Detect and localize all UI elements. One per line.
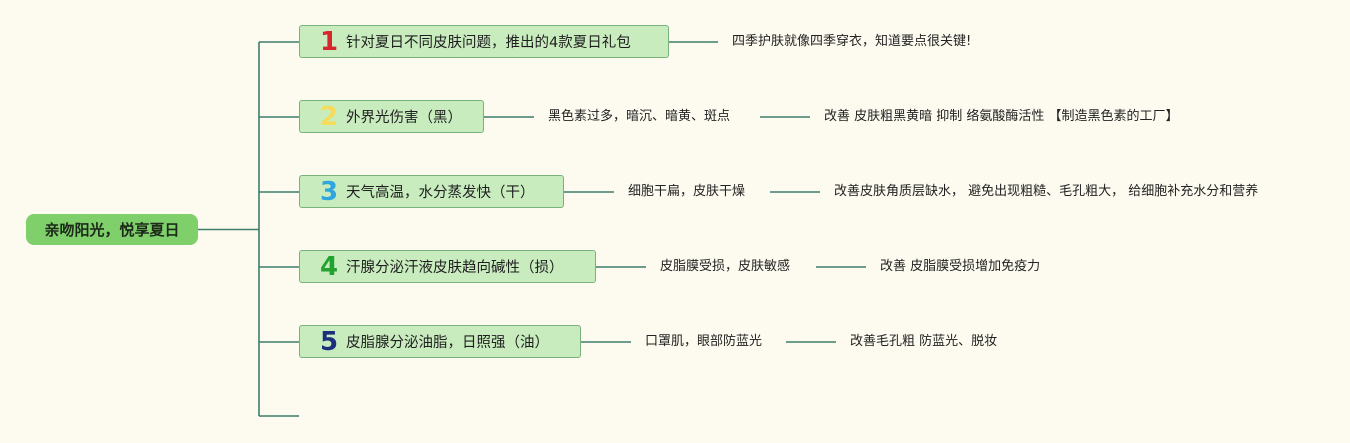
detail-node-3[interactable]: 细胞干扁，皮肤干燥 [628,184,746,199]
topic-label: 外界光伤害（黑） [346,110,462,126]
number-badge-4: 4 [319,251,339,282]
topic-label: 汗腺分泌汗液皮肤趋向碱性（损） [346,260,564,276]
detail-node-1[interactable]: 四季护肤就像四季穿衣，知道要点很关键! [732,34,972,49]
topic-node-2[interactable]: 2 外界光伤害（黑） [299,100,484,133]
topic-node-4[interactable]: 4 汗腺分泌汗液皮肤趋向碱性（损） [299,250,596,283]
number-badge-1: 1 [319,26,339,57]
solution-node-5[interactable]: 改善毛孔粗 防蓝光、脱妆 [850,334,998,349]
topic-label: 针对夏日不同皮肤问题，推出的4款夏日礼包 [346,35,631,51]
topic-node-1[interactable]: 1 针对夏日不同皮肤问题，推出的4款夏日礼包 [299,25,669,58]
solution-node-2[interactable]: 改善 皮肤粗黑黄暗 抑制 络氨酸酶活性 【制造黑色素的工厂】 [824,109,1179,124]
topic-node-3[interactable]: 3 天气高温，水分蒸发快（干） [299,175,564,208]
number-badge-2: 2 [319,101,339,132]
number-badge-5: 5 [319,326,339,357]
detail-node-4[interactable]: 皮脂膜受损，皮肤敏感 [660,259,791,274]
topic-label: 天气高温，水分蒸发快（干） [346,185,535,201]
detail-node-2[interactable]: 黑色素过多，暗沉、暗黄、斑点 [548,109,731,124]
solution-node-4[interactable]: 改善 皮脂膜受损增加免疫力 [880,259,1041,274]
topic-node-5[interactable]: 5 皮脂腺分泌油脂，日照强（油） [299,325,581,358]
root-node[interactable]: 亲吻阳光，悦享夏日 [26,214,198,245]
solution-node-3[interactable]: 改善皮肤角质层缺水， 避免出现粗糙、毛孔粗大， 给细胞补充水分和营养 [834,184,1259,199]
detail-node-5[interactable]: 口罩肌，眼部防蓝光 [645,334,763,349]
root-label: 亲吻阳光，悦享夏日 [44,221,180,239]
number-badge-3: 3 [319,176,339,207]
topic-label: 皮脂腺分泌油脂，日照强（油） [346,335,549,351]
